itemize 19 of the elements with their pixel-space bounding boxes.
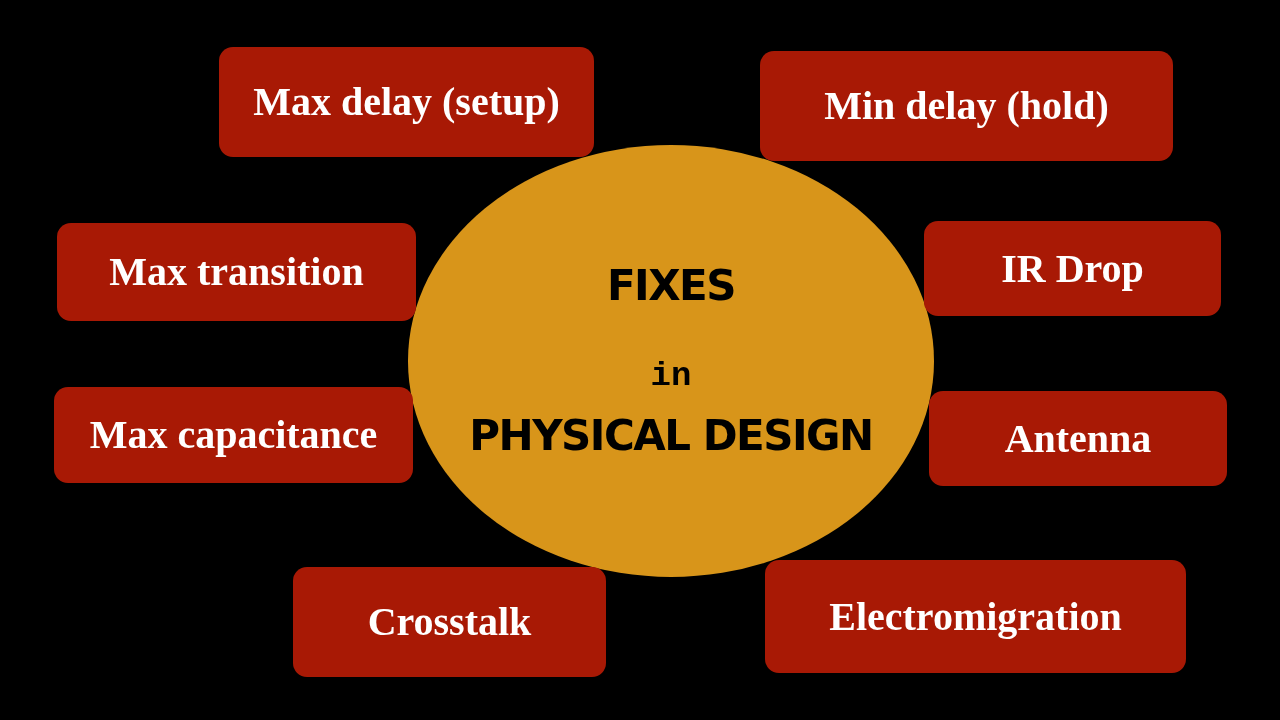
topic-subheading: PHYSICAL DESIGN [469, 415, 873, 457]
fix-box [57, 223, 416, 321]
topic-connector-word: in [650, 359, 692, 393]
fix-box [293, 567, 606, 677]
fix-box [760, 51, 1173, 161]
fix-label: Crosstalk [367, 602, 532, 642]
fix-box [765, 560, 1186, 673]
fix-box [219, 47, 594, 157]
fix-box [924, 221, 1221, 316]
fix-label: Max capacitance [89, 415, 378, 455]
fix-box [929, 391, 1227, 486]
fix-label: Max delay (setup) [253, 82, 560, 122]
topic-heading: FIXES [606, 265, 736, 307]
fix-label: Electromigration [829, 596, 1122, 637]
fix-label: IR Drop [1001, 248, 1144, 289]
fix-label: Max transition [109, 252, 364, 292]
fix-label: Antenna [1004, 418, 1152, 459]
fix-box [54, 387, 413, 483]
fix-label: Min delay (hold) [824, 86, 1109, 126]
